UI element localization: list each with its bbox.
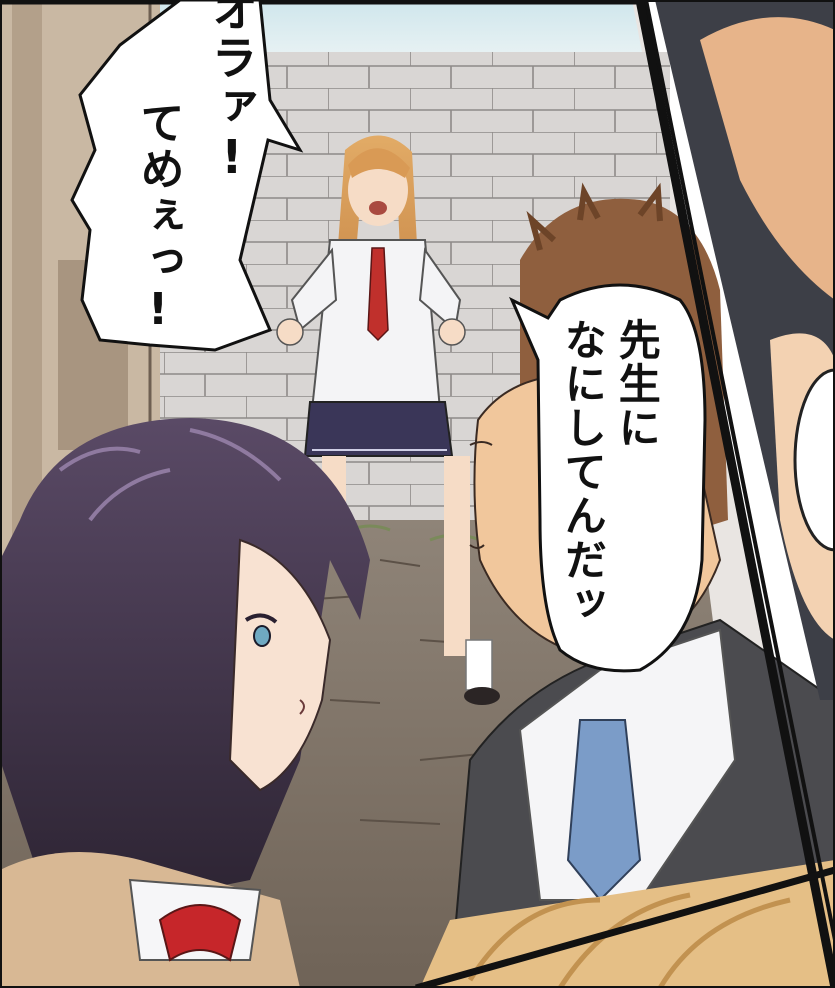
bubble-shout-line-1: オラァ! (204, 0, 259, 186)
bubble-teacher-line-1: 先生に (612, 318, 662, 450)
sky (150, 0, 642, 52)
speech-bubble-teacher (508, 283, 707, 673)
dark-haired-student (0, 418, 370, 988)
speech-bubble-shout (70, 0, 304, 352)
bubble-shout-line-2: てめぇっ! (132, 100, 184, 337)
bubble-teacher-line-2: なにしてんだッ (558, 318, 608, 626)
right-panel (655, 0, 835, 700)
